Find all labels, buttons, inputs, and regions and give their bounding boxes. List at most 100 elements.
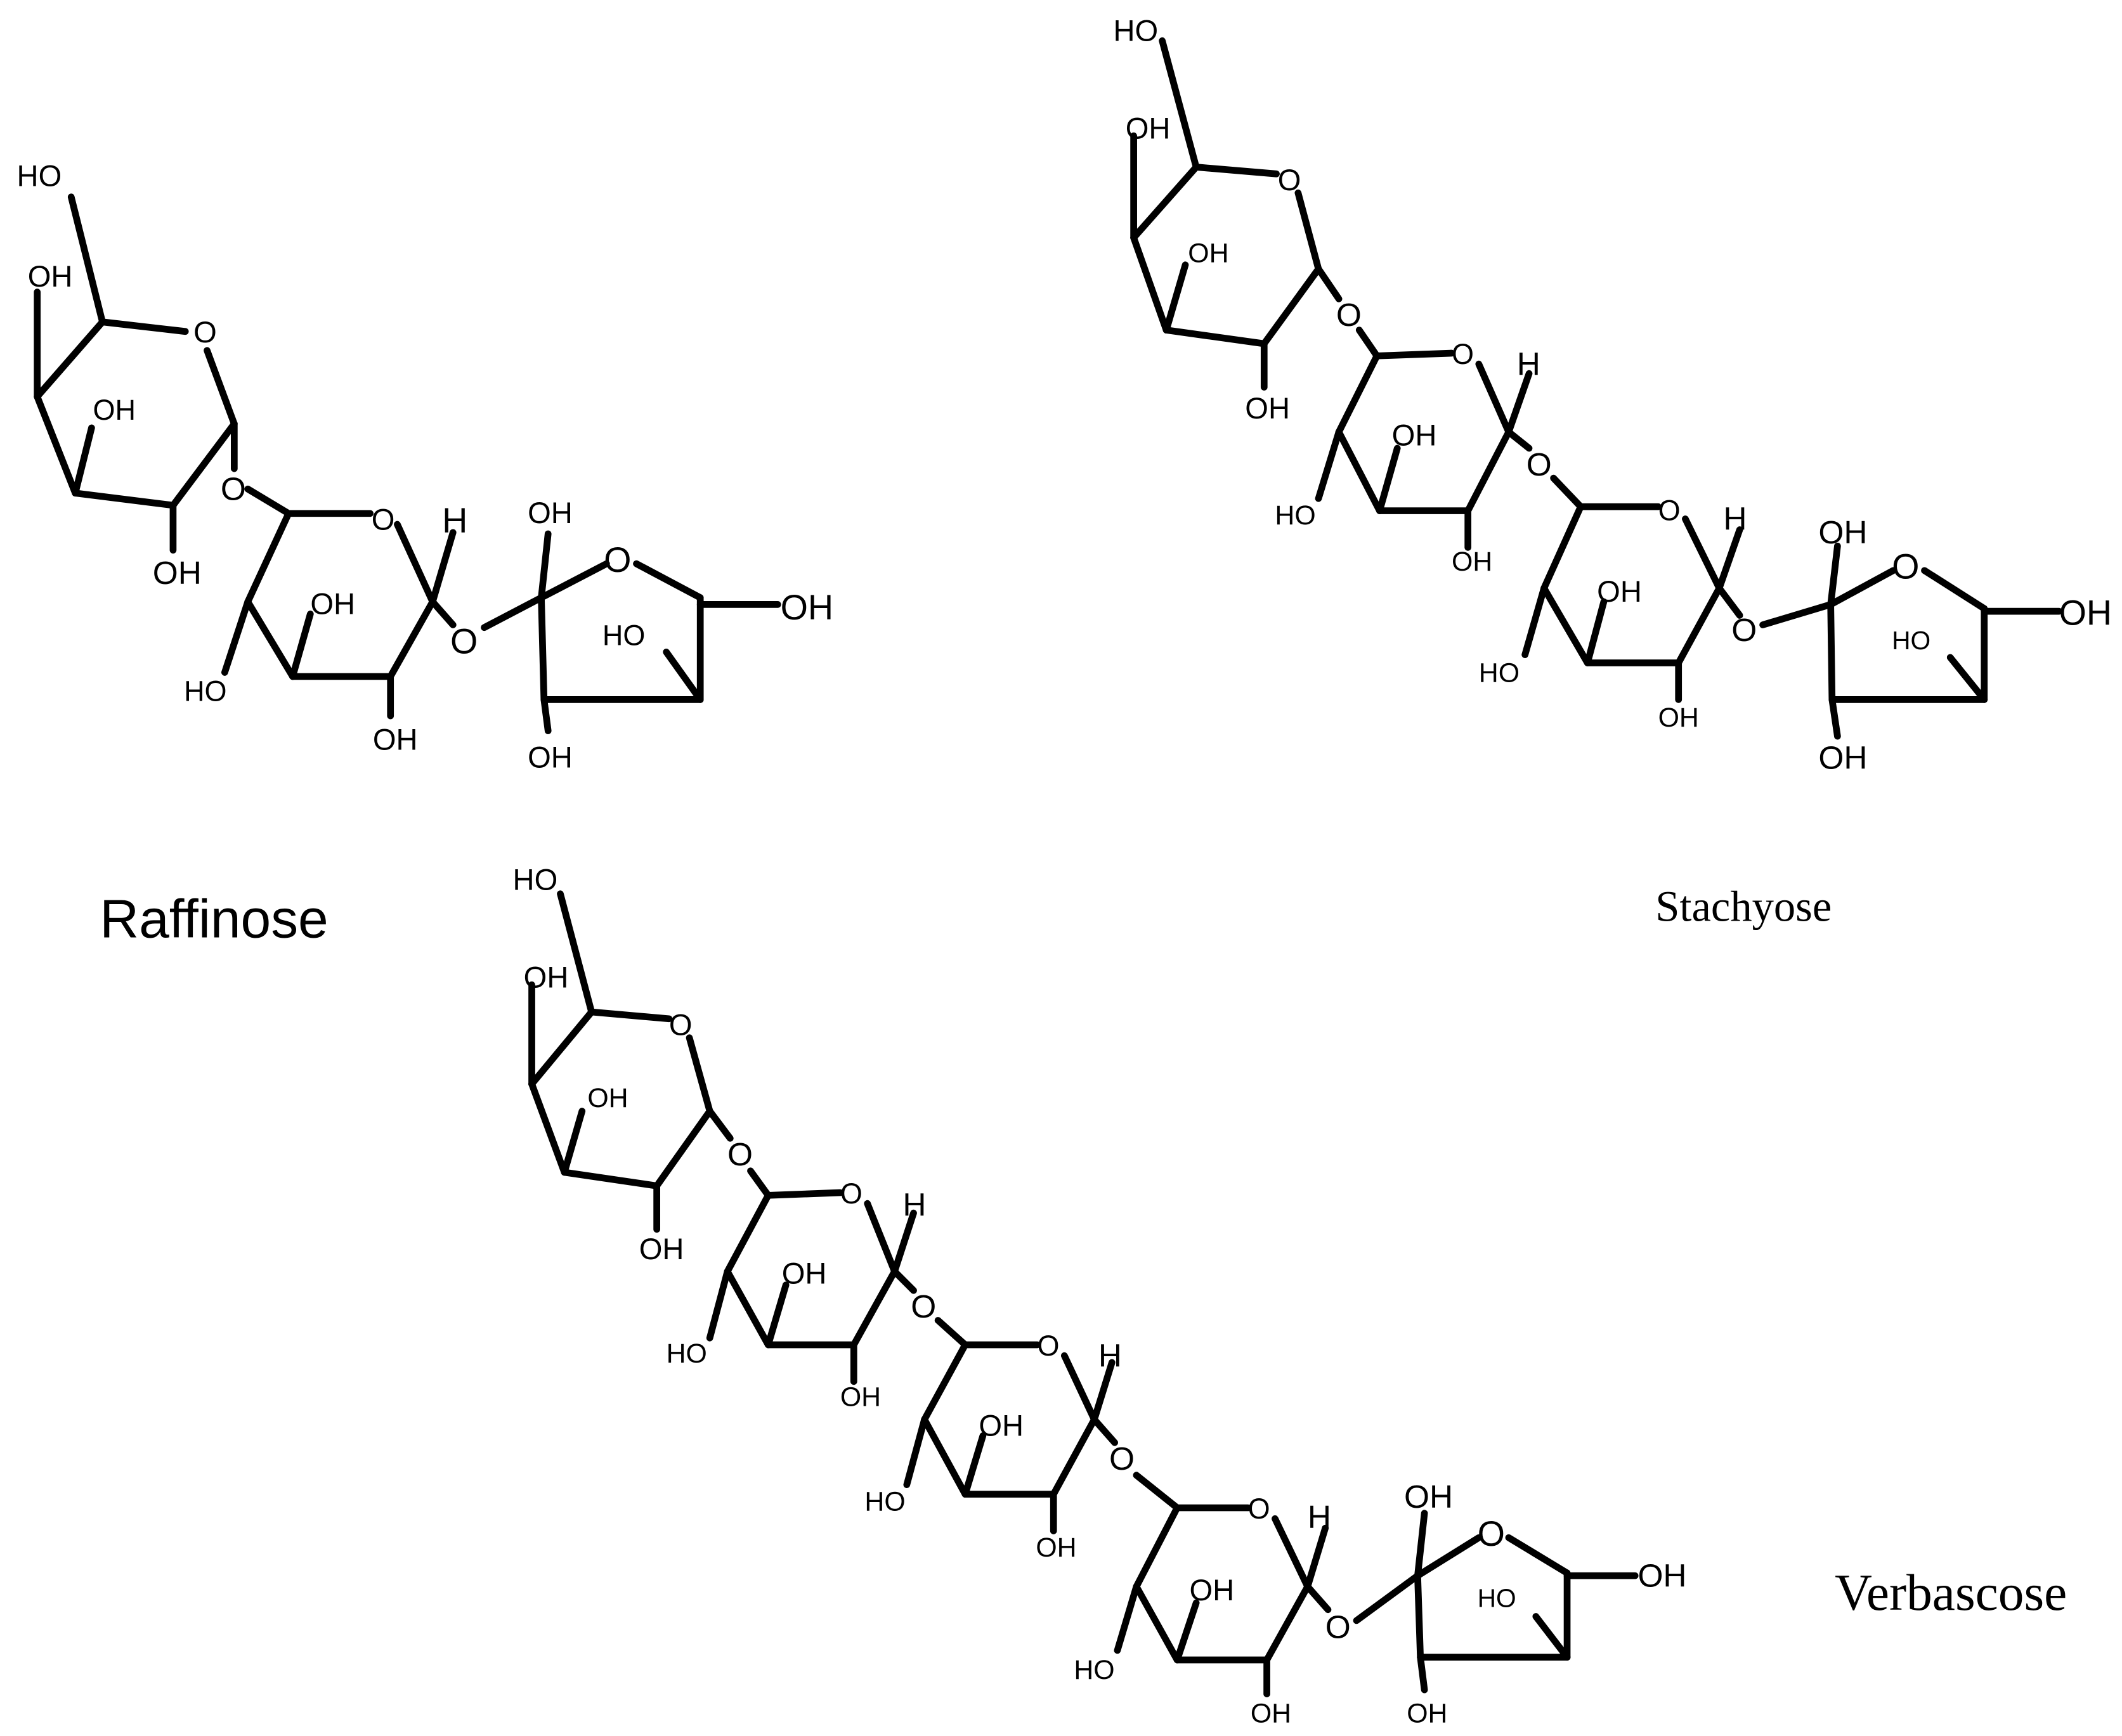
chemical-bond — [1540, 585, 1591, 666]
chemical-bond — [1050, 1416, 1098, 1498]
chemical-bond — [653, 1108, 713, 1189]
hydroxyl-group: OH — [373, 723, 418, 756]
raffinose-label: Raffinose — [100, 888, 328, 949]
hydroxyl-group: OH — [93, 394, 136, 426]
chemical-bond — [244, 598, 296, 680]
chemical-bond — [1263, 1583, 1312, 1664]
hydroxyl-group: OH — [1637, 1557, 1686, 1593]
chemical-bond — [540, 696, 552, 734]
chemical-bond — [1315, 265, 1343, 302]
chemical-bond — [633, 560, 704, 602]
stachyose-structure: O HO OH OH OH O O H HO OH OH O — [1113, 13, 2112, 775]
chemical-bond — [724, 1267, 772, 1349]
chemical-bond — [891, 1209, 917, 1275]
chemical-bond — [1272, 1515, 1312, 1590]
glycosidic-oxygen: O — [727, 1136, 753, 1172]
hydroxyl-group: OH — [781, 588, 834, 627]
hydroxyl-group: OH — [1818, 739, 1867, 776]
hydroxyl-group: HO — [602, 619, 645, 652]
chemical-bond — [1091, 1359, 1116, 1423]
hydroxyl-group: OH — [528, 496, 573, 529]
ring-oxygen: O — [1038, 1330, 1060, 1362]
chemical-bond — [204, 347, 238, 427]
hydroxyl-group: OH — [524, 961, 569, 994]
chemical-bond — [528, 1080, 568, 1176]
hydroxyl-group: OH — [1245, 391, 1290, 425]
chemical-bond — [1159, 37, 1200, 171]
hydroxyl-group: HO — [17, 159, 62, 193]
glycosidic-oxygen: O — [221, 470, 246, 507]
hydrogen-atom: H — [1308, 1498, 1331, 1535]
chemical-bond — [538, 530, 552, 602]
chemical-bond — [1540, 503, 1584, 592]
chemical-bond — [1464, 428, 1513, 514]
chemical-bond — [850, 1267, 898, 1349]
chemical-bond — [557, 890, 596, 1016]
ring-oxygen: O — [1892, 547, 1919, 586]
chemical-bond — [34, 393, 79, 497]
glucose-ring: O H HO OH OH — [1275, 338, 1540, 577]
chemical-bond — [1682, 515, 1723, 592]
chemical-bond — [1584, 598, 1608, 666]
chemical-bond — [1061, 1352, 1098, 1423]
hydroxyl-group: OH — [587, 1083, 628, 1113]
chemical-bond — [1315, 428, 1343, 502]
hydroxyl-group: OH — [840, 1382, 881, 1412]
hydroxyl-group: HO — [1074, 1655, 1114, 1685]
verbascose-structure: O HO OH OH OH O O H HO OH OH O — [513, 862, 1687, 1728]
chemical-bond — [588, 1008, 673, 1023]
chemical-bond — [1414, 1572, 1424, 1661]
galactose-ring: O HO OH OH OH — [1113, 13, 1343, 425]
chemical-bond — [921, 1416, 969, 1498]
hydroxyl-group: OH — [1251, 1699, 1291, 1729]
chemical-bond — [34, 318, 106, 400]
chemical-bond — [1304, 1524, 1329, 1590]
chemical-bond — [1353, 1572, 1421, 1624]
hydrogen-atom: H — [1723, 500, 1747, 537]
hydrogen-atom: H — [1098, 1337, 1122, 1373]
chemical-bond — [244, 485, 292, 517]
chemical-bond — [72, 424, 95, 497]
chemical-bond — [1304, 1583, 1332, 1614]
glycosidic-oxygen: O — [450, 621, 478, 661]
hydroxyl-group: OH — [782, 1257, 827, 1290]
glucose-ring: O H HO OH OH — [864, 1330, 1122, 1563]
chemical-bond — [1335, 428, 1383, 514]
glycosidic-oxygen: O — [1731, 611, 1757, 648]
chemical-bond — [99, 318, 189, 335]
chemical-bond — [538, 594, 548, 703]
chemical-bond — [921, 1341, 969, 1423]
chemical-bond — [1715, 526, 1743, 592]
chemical-bond — [1091, 1416, 1118, 1446]
chemical-bond — [1505, 428, 1533, 452]
hydroxyl-group: OH — [1036, 1532, 1076, 1563]
chemical-bond — [1827, 542, 1841, 608]
chemical-bond — [764, 1189, 844, 1199]
chemical-bond — [1133, 1504, 1181, 1590]
chemical-bond — [1827, 567, 1897, 608]
raffinose-structure: O HO OH OH OH O O H HO OH OH O — [17, 159, 834, 774]
hydroxyl-group: OH — [28, 259, 73, 293]
chemical-bond — [706, 1267, 731, 1342]
chemical-bond — [961, 1432, 987, 1498]
chemical-bond — [1133, 1583, 1181, 1664]
ring-oxygen: O — [1248, 1493, 1270, 1525]
chemical-bond — [1921, 567, 1988, 612]
galactose-ring: O HO OH OH OH — [17, 159, 238, 591]
glucose-ring: O H HO OH OH — [184, 501, 467, 756]
hydroxyl-group: HO — [667, 1338, 707, 1369]
chemical-bond — [1162, 327, 1268, 347]
hydroxyl-group: OH — [979, 1409, 1024, 1442]
chemical-bond — [1414, 1510, 1428, 1579]
chemical-bond — [1373, 349, 1455, 360]
glycosidic-oxygen: O — [911, 1288, 936, 1325]
ring-oxygen: O — [840, 1177, 862, 1210]
hydroxyl-group: OH — [1392, 418, 1437, 452]
hydroxyl-group: OH — [1658, 703, 1699, 733]
glycosidic-oxygen: O — [1325, 1609, 1351, 1645]
chemical-bond — [67, 193, 106, 326]
chemical-bond — [1475, 360, 1513, 436]
stachyose-label: Stachyose — [1655, 883, 1832, 931]
hydroxyl-group: OH — [1818, 514, 1867, 550]
